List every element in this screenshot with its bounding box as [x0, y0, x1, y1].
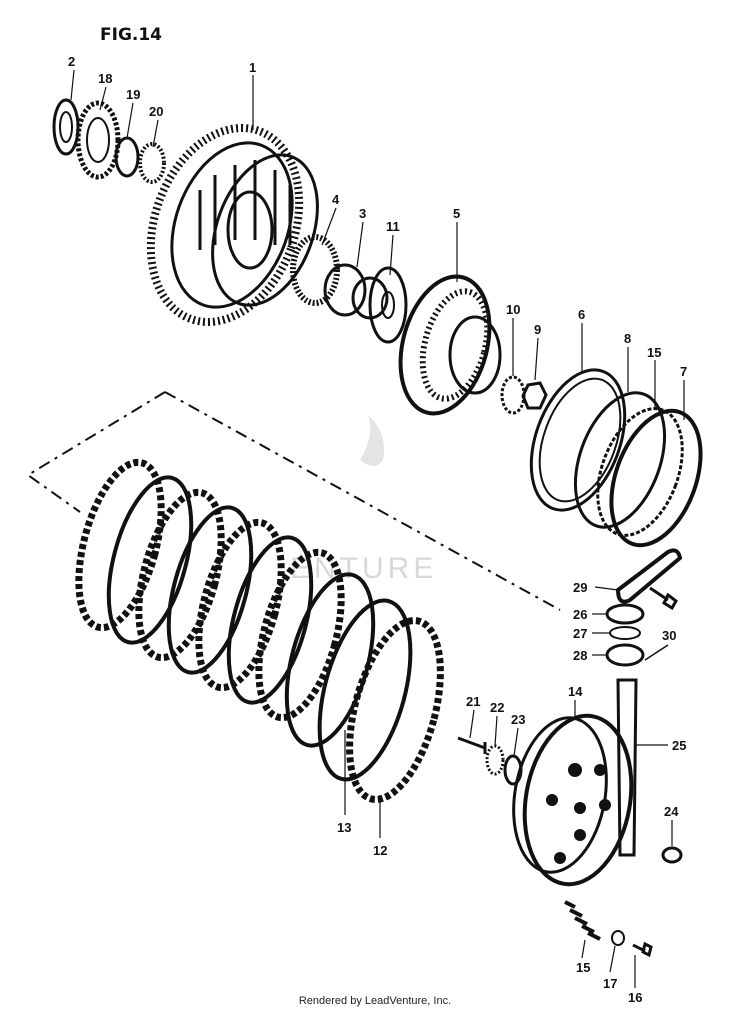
part-20-bearing	[138, 142, 166, 184]
callout-13: 13	[337, 820, 351, 835]
part-25-push-rod	[616, 678, 638, 857]
callout-17: 17	[603, 976, 617, 991]
part-23-washer	[503, 754, 523, 786]
part-26-bearing	[605, 603, 645, 625]
callout-7: 7	[680, 364, 687, 379]
callout-30: 30	[662, 628, 676, 643]
part-15-spring-washer	[596, 407, 684, 537]
callout-24: 24	[664, 804, 679, 819]
callout-1: 1	[249, 60, 256, 75]
callout-15-upper: 15	[647, 345, 661, 360]
part-8-wire-ring	[573, 391, 667, 529]
part-16-bolt	[632, 941, 653, 958]
callout-26: 26	[573, 607, 587, 622]
callout-6: 6	[578, 307, 585, 322]
callout-5: 5	[453, 206, 460, 221]
clutch-plate-stack	[75, 458, 444, 803]
part-22-bearing	[485, 744, 505, 776]
part-29-release-arm	[615, 548, 683, 604]
part-28-30-bracket-line	[644, 644, 669, 661]
watermark-logo: ENTURE	[290, 415, 433, 585]
callout-18: 18	[98, 71, 112, 86]
part-18-oil-pump-drive-gear	[75, 100, 121, 180]
callout-3: 3	[359, 206, 366, 221]
callout-labels: 2 18 19 20 1 4 3 11 5 10 9 6 8 15 7 29 2…	[68, 54, 687, 1005]
part-19-spacer	[114, 136, 140, 178]
part-6-spring-seat	[529, 368, 627, 512]
assembly-dash-line	[26, 391, 561, 611]
callout-10: 10	[506, 302, 520, 317]
callout-28: 28	[573, 648, 587, 663]
footer-credit: Rendered by LeadVenture, Inc.	[298, 995, 452, 1007]
part-24-nut	[661, 846, 683, 864]
callout-19: 19	[126, 87, 140, 102]
part-7-drive-plate	[609, 408, 703, 548]
callout-9: 9	[534, 322, 541, 337]
callout-11: 11	[386, 219, 400, 234]
callout-2: 2	[68, 54, 75, 69]
callout-4: 4	[332, 192, 340, 207]
callout-22: 22	[490, 700, 504, 715]
part-14-pressure-plate	[512, 713, 634, 887]
part-15-clutch-spring	[564, 900, 601, 941]
part-28-bearing	[605, 643, 645, 667]
callout-16: 16	[628, 990, 642, 1005]
callout-21: 21	[466, 694, 480, 709]
callout-12: 12	[373, 843, 387, 858]
part-17-washer	[611, 930, 625, 946]
part-9-nut	[521, 381, 548, 410]
callout-20: 20	[149, 104, 163, 119]
part-21-pin	[457, 736, 487, 754]
callout-29: 29	[573, 580, 587, 595]
callout-23: 23	[511, 712, 525, 727]
callout-25: 25	[672, 738, 686, 753]
part-30-bolt	[649, 586, 678, 611]
leader-lines	[70, 69, 685, 988]
callout-15-lower: 15	[576, 960, 590, 975]
part-10-lock-washer	[500, 375, 526, 415]
part-27-washer	[609, 626, 641, 640]
callout-8: 8	[624, 331, 631, 346]
callout-27: 27	[573, 626, 587, 641]
part-4-needle-bearing	[290, 234, 340, 306]
callout-14: 14	[568, 684, 583, 699]
part-1-primary-driven-gear-housing	[146, 124, 319, 326]
figure-title: FIG.14	[100, 25, 162, 45]
part-2-thrust-washer	[52, 98, 80, 156]
part-11-washer	[368, 266, 408, 344]
